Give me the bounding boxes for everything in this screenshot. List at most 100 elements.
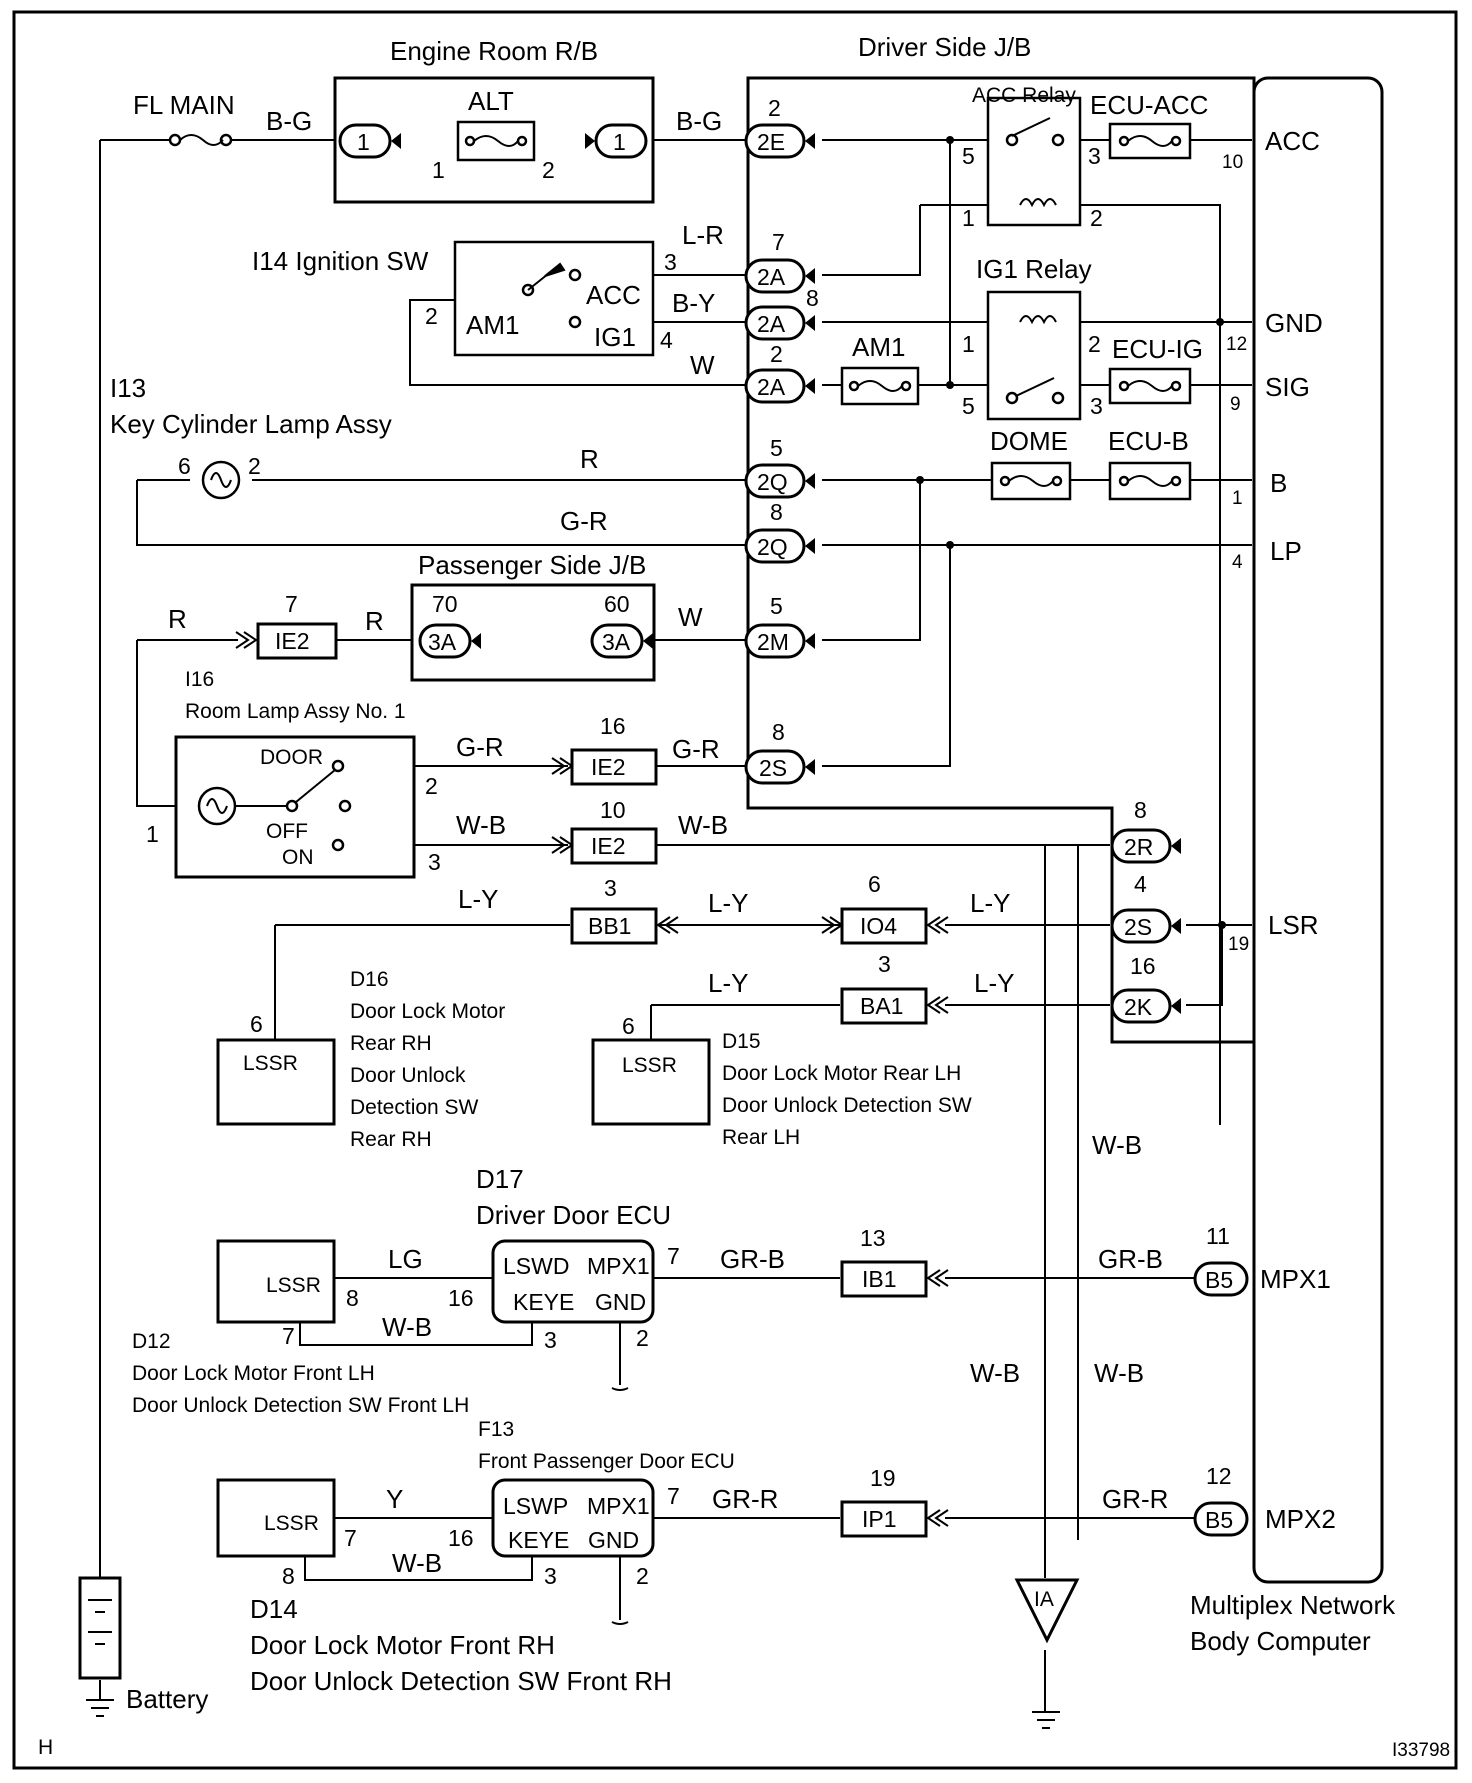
inline-connectors bbox=[256, 622, 928, 1538]
conn-io4: IO4 bbox=[860, 913, 897, 939]
pin-number: 16 bbox=[600, 713, 626, 739]
pin-number: 3 bbox=[544, 1563, 557, 1589]
lssr-d12-box bbox=[216, 1239, 336, 1324]
wire-ly: L-Y bbox=[970, 888, 1010, 918]
wire-grb: GR-B bbox=[1098, 1244, 1163, 1274]
ground-ia-symbol bbox=[1014, 1578, 1080, 1729]
pin-number: 12 bbox=[1206, 1463, 1232, 1489]
pin-number: 60 bbox=[604, 591, 630, 617]
conn-2e: 2E bbox=[757, 129, 785, 155]
wire-grr: GR-R bbox=[712, 1484, 778, 1514]
d17-name: Driver Door ECU bbox=[476, 1200, 671, 1230]
wire-gr: G-R bbox=[672, 734, 720, 764]
ecu-acc-label: ECU-ACC bbox=[1090, 90, 1208, 120]
passenger-side-jb-title: Passenger Side J/B bbox=[418, 550, 646, 580]
fl-main-label: FL MAIN bbox=[133, 90, 235, 120]
d15-id: D15 bbox=[722, 1030, 761, 1053]
ground-d17 bbox=[611, 1387, 629, 1391]
d14-line: Door Lock Motor Front RH bbox=[250, 1630, 555, 1660]
pin-number: 7 bbox=[667, 1483, 680, 1509]
pin-number: 2 bbox=[425, 303, 438, 329]
lssr-d16-box bbox=[216, 1038, 336, 1126]
pin-number: 6 bbox=[622, 1013, 635, 1039]
d16-line: Rear RH bbox=[350, 1128, 432, 1151]
d12-line: Door Unlock Detection SW Front LH bbox=[132, 1394, 469, 1417]
terminal-sig: SIG bbox=[1265, 372, 1310, 402]
pin-number: 6 bbox=[250, 1011, 263, 1037]
room-lamp-block bbox=[174, 735, 416, 879]
pin-number: 7 bbox=[772, 229, 785, 255]
dome-label: DOME bbox=[990, 426, 1068, 456]
computer-pin: 10 bbox=[1222, 152, 1243, 173]
conn-2a: 2A bbox=[757, 311, 786, 337]
pin-number: 13 bbox=[860, 1225, 886, 1251]
battery-symbol bbox=[78, 1576, 122, 1717]
pin-number: 5 bbox=[770, 593, 783, 619]
wire-ly: L-Y bbox=[974, 968, 1014, 998]
pin-number: 3 bbox=[428, 849, 441, 875]
pin-mpx1: MPX1 bbox=[587, 1493, 650, 1519]
pin-lssr: LSSR bbox=[243, 1052, 298, 1075]
body-computer-line: Body Computer bbox=[1190, 1626, 1371, 1656]
pin-number: 7 bbox=[344, 1525, 357, 1551]
wire-wb: W-B bbox=[456, 810, 506, 840]
engine-room-rb-title: Engine Room R/B bbox=[390, 36, 598, 66]
wire-wb: W-B bbox=[1094, 1358, 1144, 1388]
d15-line: Rear LH bbox=[722, 1126, 800, 1149]
conn-2s: 2S bbox=[759, 755, 787, 781]
pin-number: 3 bbox=[544, 1327, 557, 1353]
conn-bb1: BB1 bbox=[588, 913, 631, 939]
pin-number: 16 bbox=[1130, 953, 1156, 979]
wire-r: R bbox=[580, 444, 599, 474]
conn-b5: B5 bbox=[1205, 1267, 1233, 1293]
sw-ig1: IG1 bbox=[594, 322, 636, 352]
junction-dots bbox=[916, 136, 1226, 929]
acc-relay-label: ACC Relay bbox=[972, 84, 1076, 107]
ignition-sw-title: I14 Ignition SW bbox=[252, 246, 429, 276]
alt-fuse bbox=[456, 120, 536, 162]
sw-am1: AM1 bbox=[466, 310, 519, 340]
pin-number: 16 bbox=[448, 1285, 474, 1311]
ecu-b-label: ECU-B bbox=[1108, 426, 1189, 456]
body-computer-line: Multiplex Network bbox=[1190, 1590, 1396, 1620]
conn-1: 1 bbox=[613, 129, 626, 155]
dome-fuse bbox=[990, 461, 1072, 501]
pin-keye: KEYE bbox=[508, 1527, 569, 1553]
computer-pin: 12 bbox=[1226, 334, 1247, 355]
wire-wb: W-B bbox=[678, 810, 728, 840]
pin-number: 3 bbox=[1090, 393, 1103, 419]
pin-number: 8 bbox=[1134, 797, 1147, 823]
terminal-acc: ACC bbox=[1265, 126, 1320, 156]
terminal-mpx2: MPX2 bbox=[1265, 1504, 1336, 1534]
wire-r: R bbox=[168, 604, 187, 634]
fl-main-fuse bbox=[168, 133, 233, 147]
terminal-b: B bbox=[1270, 468, 1287, 498]
terminal-mpx1: MPX1 bbox=[1260, 1264, 1331, 1294]
am1-fuse-label: AM1 bbox=[852, 332, 905, 362]
pin-number: 8 bbox=[282, 1563, 295, 1589]
pin-number: 2 bbox=[1090, 205, 1103, 231]
pin-gnd: GND bbox=[595, 1289, 646, 1315]
d16-line: Door Unlock bbox=[350, 1064, 466, 1087]
pin-number: 2 bbox=[425, 773, 438, 799]
conn-ia: IA bbox=[1034, 1588, 1054, 1611]
pin-number: 3 bbox=[878, 951, 891, 977]
conn-ip1: IP1 bbox=[862, 1506, 897, 1532]
d16-line: Rear RH bbox=[350, 1032, 432, 1055]
conn-2k: 2K bbox=[1124, 994, 1153, 1020]
wire-by: B-Y bbox=[672, 288, 715, 318]
wire-ly: L-Y bbox=[458, 884, 498, 914]
conn-2a: 2A bbox=[757, 264, 786, 290]
outer-frame bbox=[12, 10, 1458, 1770]
conn-ie2: IE2 bbox=[275, 628, 310, 654]
pin-number: 8 bbox=[346, 1285, 359, 1311]
pin-number: 1 bbox=[962, 331, 975, 357]
d16-line: Detection SW bbox=[350, 1096, 479, 1119]
acc-relay-box bbox=[986, 96, 1082, 227]
conn-2q: 2Q bbox=[757, 469, 788, 495]
pin-number: 7 bbox=[282, 1323, 295, 1349]
pin-gnd: GND bbox=[588, 1527, 639, 1553]
d16-line: Door Lock Motor bbox=[350, 1000, 505, 1023]
computer-pin: 4 bbox=[1232, 552, 1243, 573]
